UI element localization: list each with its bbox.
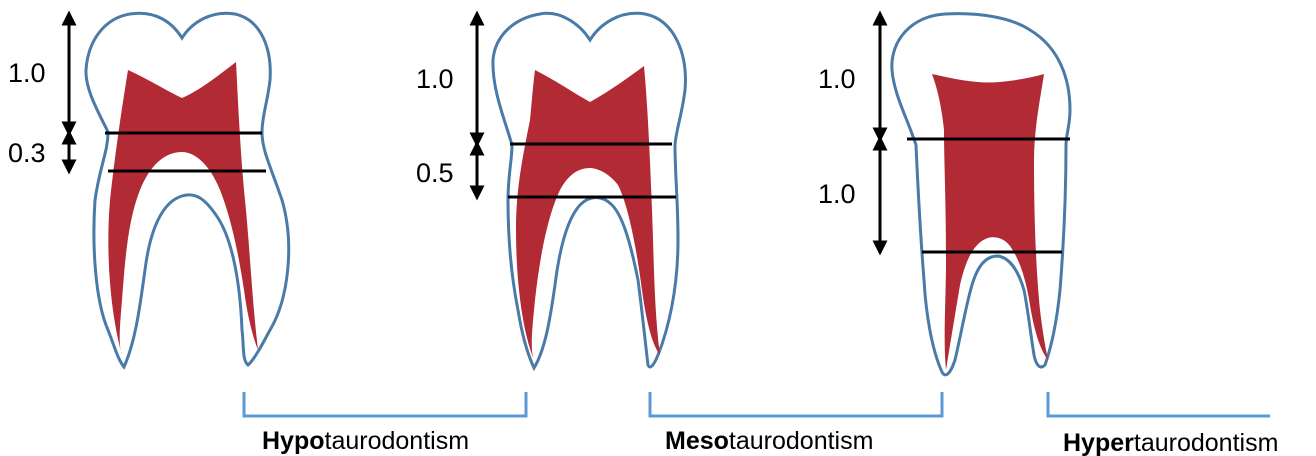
tooth-1-lower-measure: 0.3: [8, 138, 46, 168]
tooth-1-upper-measure: 1.0: [8, 58, 46, 88]
tooth-hypertaurodontism: 1.0 1.0: [818, 14, 1070, 375]
label-hyper-prefix: Hyper: [1063, 429, 1134, 456]
label-hypo-prefix: Hypo: [262, 427, 325, 455]
tooth-hypotaurodontism: 1.0 0.3: [8, 13, 289, 367]
label-meso-suffix: taurodontism: [729, 427, 874, 455]
classification-hypo: Hypotaurodontism: [244, 392, 526, 455]
tooth-mesotaurodontism: 1.0 0.5: [416, 13, 685, 368]
label-meso-prefix: Meso: [665, 427, 729, 455]
label-hyper-suffix: taurodontism: [1134, 429, 1279, 456]
tooth-2-upper-measure: 1.0: [416, 64, 454, 94]
tooth-3-upper-measure: 1.0: [818, 64, 856, 94]
classification-meso: Mesotaurodontism: [650, 392, 942, 455]
label-hypotaurodontism: Hypotaurodontism: [262, 427, 469, 455]
bracket-meso: [650, 392, 942, 416]
label-hypo-suffix: taurodontism: [325, 427, 470, 455]
tooth-2-lower-measure: 0.5: [416, 158, 454, 188]
bracket-hypo: [244, 392, 526, 416]
label-hypertaurodontism: Hypertaurodontism: [1063, 429, 1278, 456]
classification-hyper: Hypertaurodontism: [1048, 392, 1278, 456]
tooth-3-lower-measure: 1.0: [818, 179, 856, 209]
label-mesotaurodontism: Mesotaurodontism: [665, 427, 873, 455]
bracket-hyper: [1048, 392, 1270, 416]
